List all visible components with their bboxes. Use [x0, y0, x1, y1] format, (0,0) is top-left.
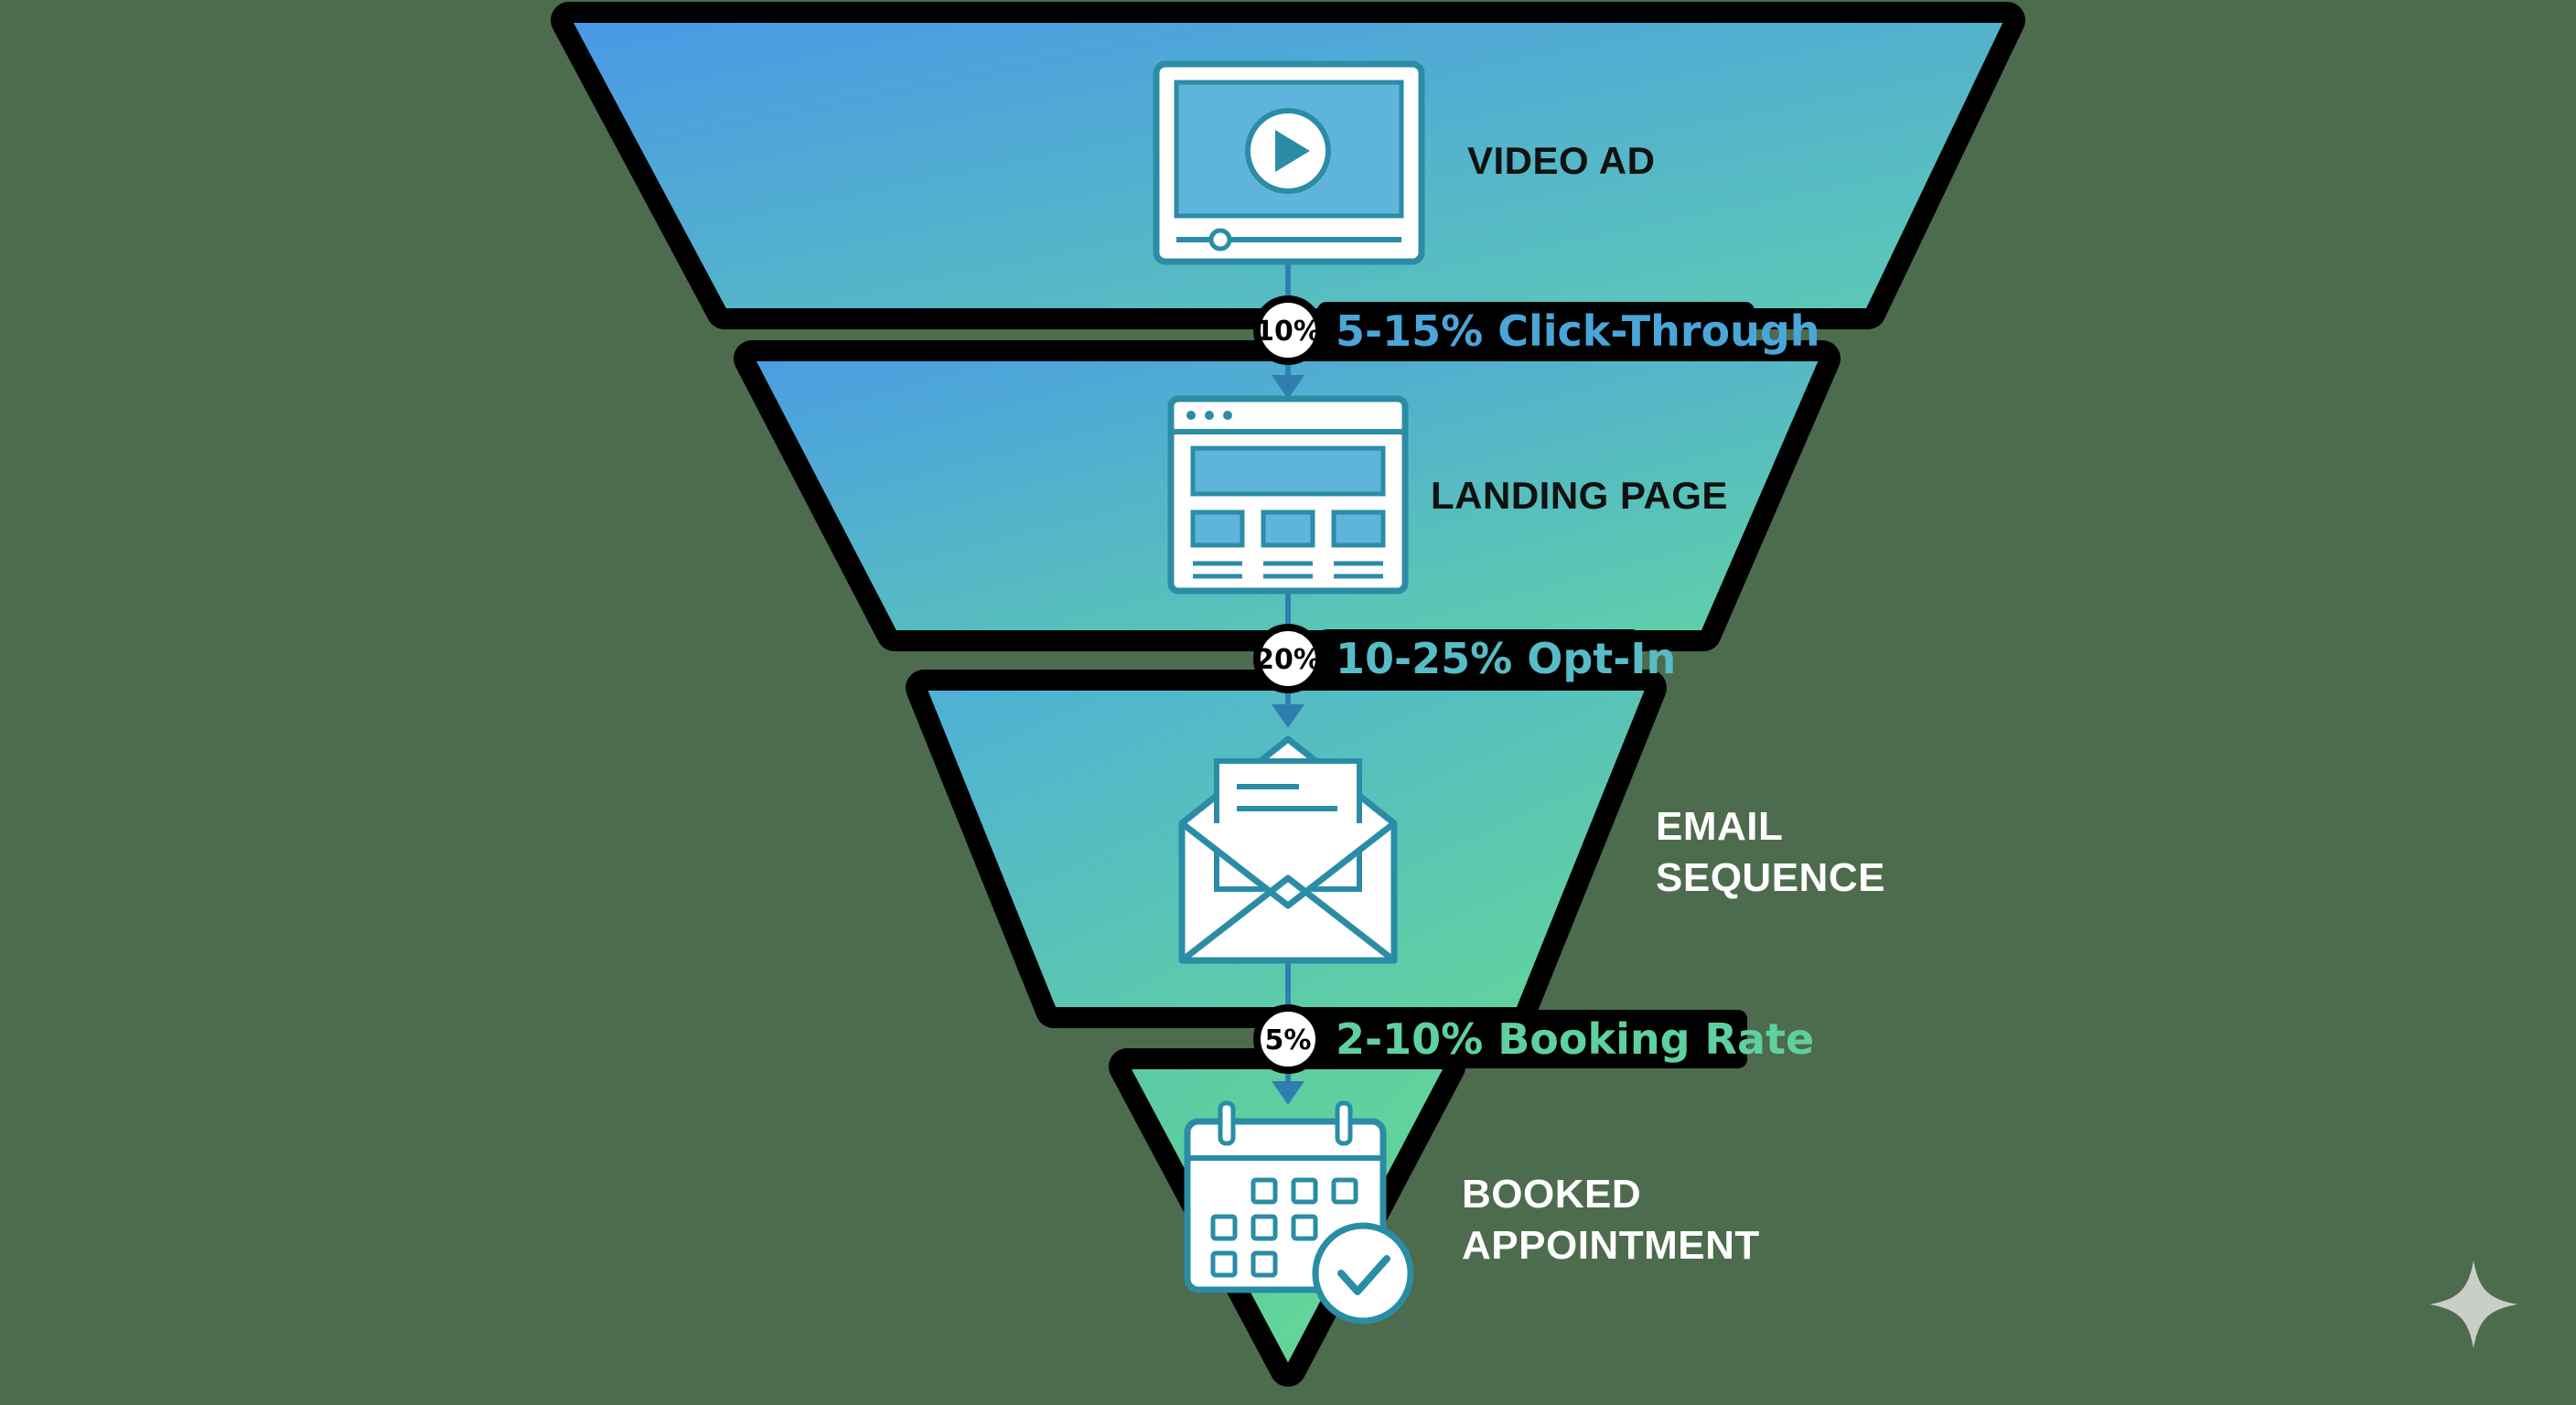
transition-1: 10% 5-15% Click-Through — [1253, 295, 1820, 365]
transition-badge-1 — [1253, 295, 1323, 365]
transition-label-3: 2-10% Booking Rate — [1336, 1014, 1814, 1064]
landing-page-icon — [1167, 395, 1409, 595]
stage-title-4-line1: BOOKED — [1462, 1172, 1641, 1217]
stage-title-3-line1: EMAIL — [1656, 804, 1783, 849]
transition-badge-1-text: 10% — [1255, 316, 1321, 348]
video-ad-icon — [1153, 60, 1425, 265]
calendar-check-icon — [1184, 1100, 1414, 1325]
stage-title-4-line2: APPOINTMENT — [1462, 1223, 1760, 1268]
stage-title-3-line2: SEQUENCE — [1656, 855, 1885, 900]
stage-title-1: VIDEO AD — [1467, 139, 1655, 182]
transition-label-1: 5-15% Click-Through — [1336, 306, 1820, 356]
transition-badge-3-text: 5% — [1265, 1024, 1312, 1056]
connector-arrowheads — [1272, 375, 1304, 1105]
email-envelope-icon — [1178, 735, 1398, 964]
sparkle-icon — [2430, 1260, 2517, 1348]
transition-badge-2 — [1253, 624, 1323, 693]
stage-title-2: LANDING PAGE — [1431, 474, 1728, 517]
transition-badge-2-text: 20% — [1255, 644, 1321, 676]
transition-2: 20% 10-25% Opt-In — [1253, 624, 1676, 693]
transition-label-2: 10-25% Opt-In — [1336, 634, 1676, 683]
transition-badge-3 — [1253, 1004, 1323, 1074]
transition-3: 5% 2-10% Booking Rate — [1253, 1004, 1814, 1074]
